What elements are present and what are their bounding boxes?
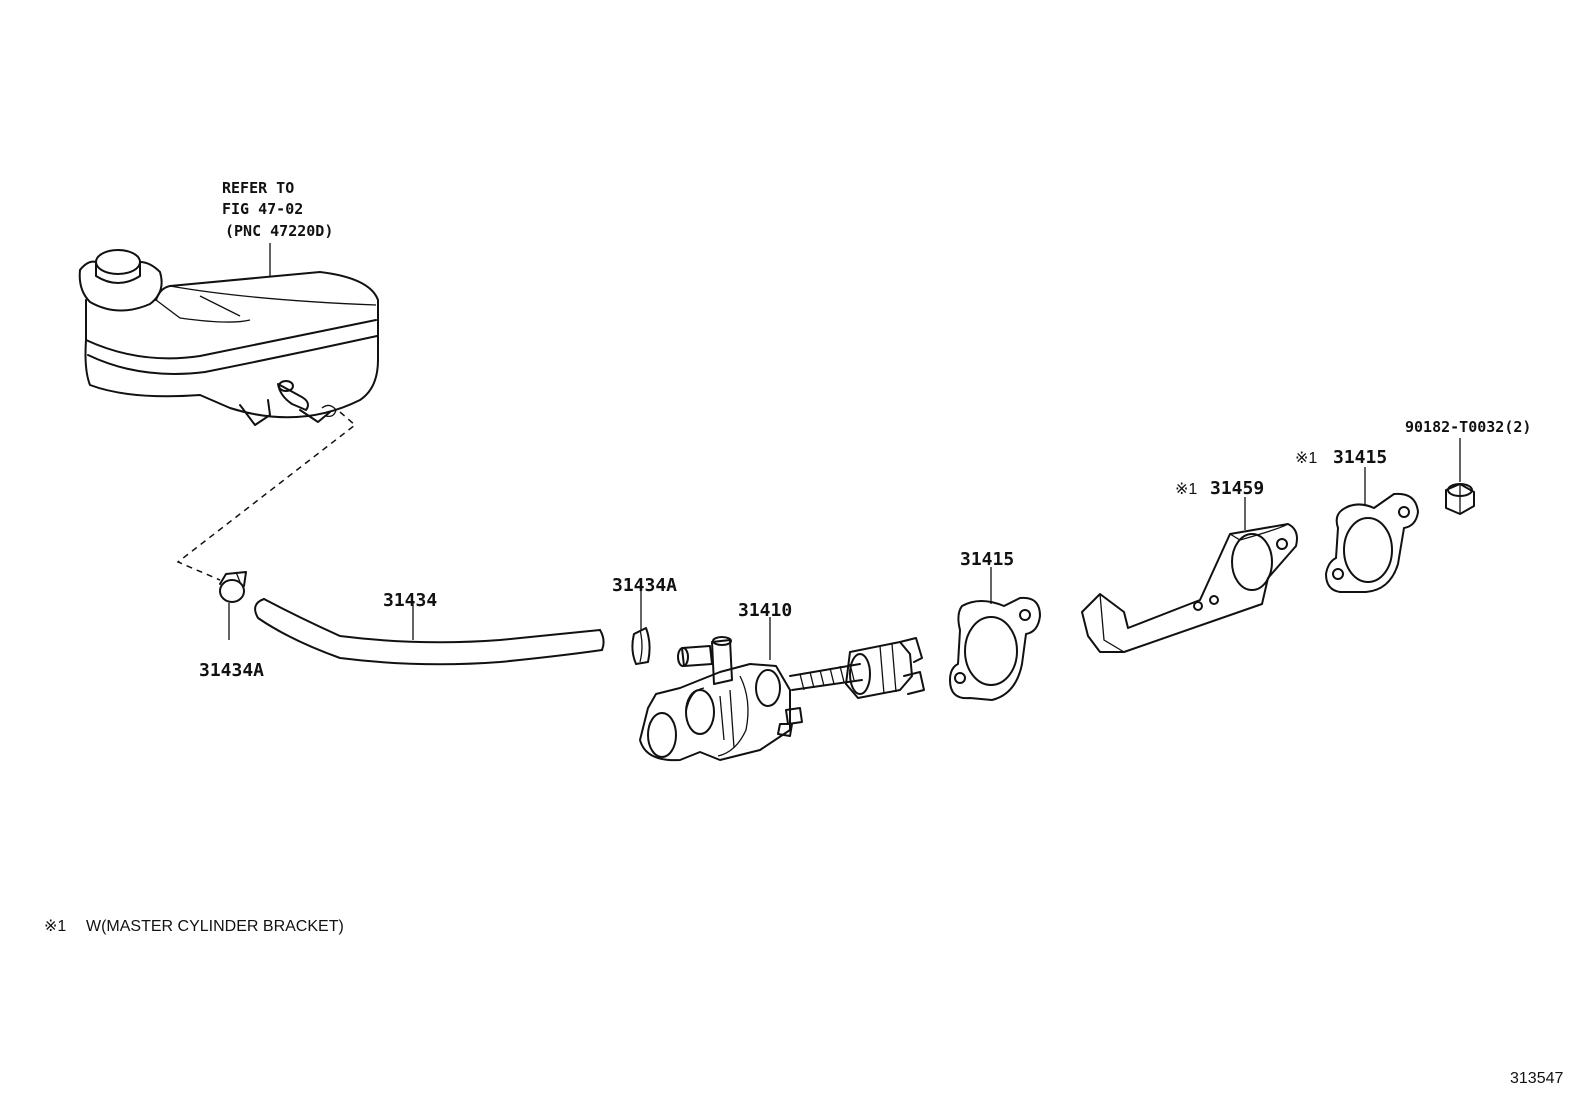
callout-bracket-mark: ※1: [1175, 481, 1197, 498]
callout-gasket-center: 31415: [960, 549, 1014, 570]
figure-id: 313547: [1510, 1070, 1563, 1087]
clip-right: [631, 627, 651, 665]
callout-gasket-right: 31415: [1333, 447, 1387, 468]
callout-clip-left: 31434A: [199, 660, 264, 681]
callout-hose: 31434: [383, 590, 437, 611]
gasket-center: [949, 596, 1041, 701]
refer-note-line1: REFER TO: [222, 179, 294, 197]
callout-gasket-right-mark: ※1: [1295, 450, 1317, 467]
reservoir-tank: [78, 249, 379, 426]
hose: [254, 598, 605, 666]
gasket-right: [1325, 492, 1419, 593]
refer-note-line3: (PNC 47220D): [225, 222, 333, 240]
callout-master-cylinder: 31410: [738, 600, 792, 621]
callout-clip-right: 31434A: [612, 575, 677, 596]
callout-nut: 90182-T0032(2): [1405, 418, 1531, 436]
nut: [1445, 483, 1475, 515]
clutch-master-cylinder: [639, 636, 925, 762]
footnote-mark: ※1: [44, 918, 66, 935]
master-cylinder-bracket: [1081, 523, 1298, 653]
clip-left: [219, 571, 247, 603]
callout-bracket: 31459: [1210, 478, 1264, 499]
footnote-text: W(MASTER CYLINDER BRACKET): [86, 918, 344, 935]
refer-note-line2: FIG 47-02: [222, 200, 303, 218]
